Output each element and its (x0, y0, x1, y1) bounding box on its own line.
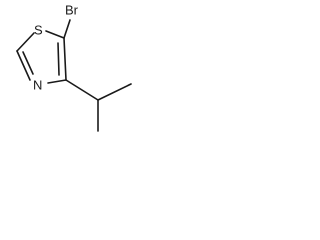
bond-isopropyl-methyl-1 (97, 83, 132, 101)
atom-label-bromine: Br (65, 2, 79, 17)
bond-n3-c4 (47, 79, 67, 84)
bond-c4-c5-inner (57, 42, 60, 76)
bond-c5-br (63, 19, 71, 39)
atom-label-nitrogen: N (33, 77, 42, 92)
chemical-structure-diagram: Br S N (16, 2, 132, 132)
atom-label-sulfur: S (34, 22, 43, 37)
bond-c4-c5-outer (63, 37, 67, 81)
bond-c5-s (45, 30, 65, 39)
bond-s-c2 (16, 32, 35, 52)
bond-c2-n3-inner (22, 51, 34, 75)
bond-c4-isopropyl-ch (65, 79, 99, 101)
bond-c2-n3-outer (16, 50, 31, 81)
